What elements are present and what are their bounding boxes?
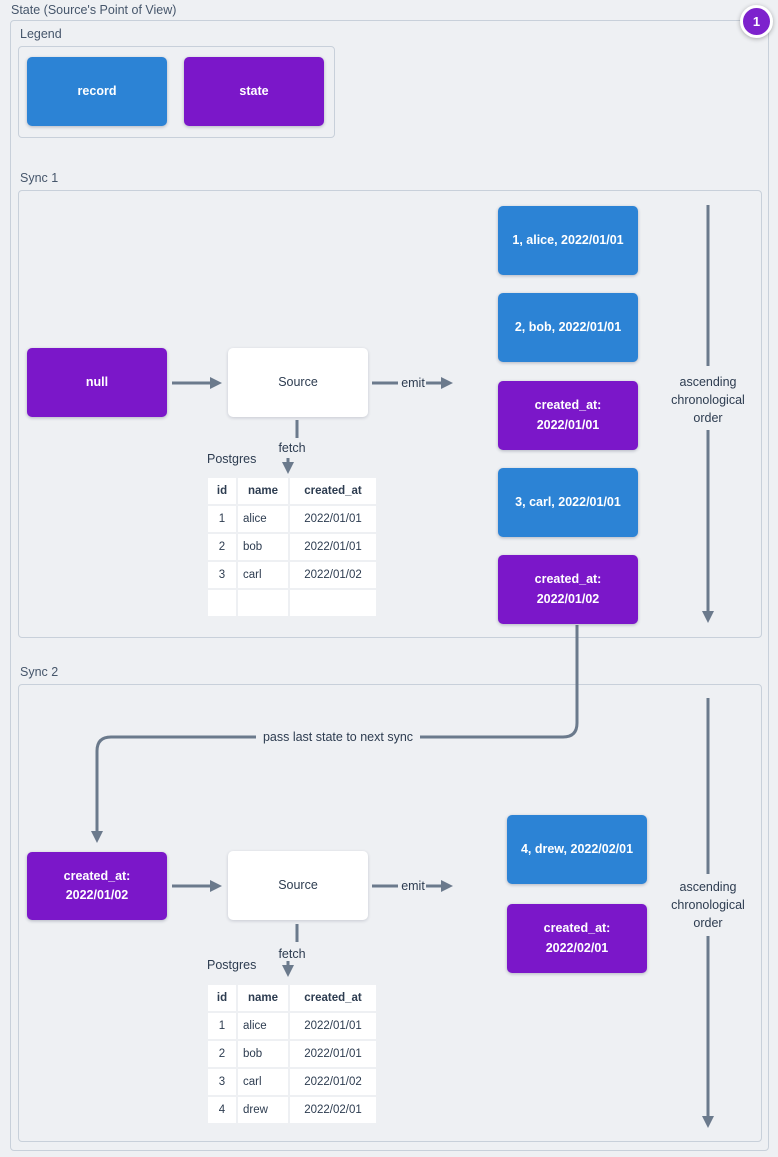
table-row: 1 alice 2022/01/01 (208, 1013, 376, 1039)
col-header-created-at: created_at (290, 478, 376, 504)
pass-state-note: pass last state to next sync (262, 730, 414, 744)
cell: 2022/01/01 (290, 534, 376, 560)
table-row: 4 drew 2022/02/01 (208, 1097, 376, 1123)
sync1-source-box: Source (228, 348, 368, 417)
table-row (208, 590, 376, 616)
table-row: 1 alice 2022/01/01 (208, 506, 376, 532)
cell (238, 590, 288, 616)
col-header-name: name (238, 478, 288, 504)
cell: 2 (208, 534, 236, 560)
page-title: State (Source's Point of View) (11, 3, 177, 17)
table-row: 3 carl 2022/01/02 (208, 562, 376, 588)
state-box: created_at: 2022/01/02 (498, 555, 638, 624)
table-header-row: id name created_at (208, 478, 376, 504)
cell: alice (238, 1013, 288, 1039)
cell: 1 (208, 1013, 236, 1039)
sync2-emit-label: emit (401, 879, 425, 893)
legend-state-box: state (184, 57, 324, 126)
sync2-input-state-box: created_at: 2022/01/02 (27, 852, 167, 920)
record-box: 4, drew, 2022/02/01 (507, 815, 647, 884)
sync2-order-note: ascending chronological order (671, 880, 745, 930)
cell: 3 (208, 1069, 236, 1095)
sync1-postgres-label: Postgres (207, 452, 257, 466)
cell: alice (238, 506, 288, 532)
sync2-postgres-table: id name created_at 1 alice 2022/01/01 2 … (206, 983, 378, 1125)
record-box: 3, carl, 2022/01/01 (498, 468, 638, 537)
sync2-frame (18, 684, 762, 1142)
sync1-input-state-box: null (27, 348, 167, 417)
state-box: created_at: 2022/02/01 (507, 904, 647, 973)
cell: bob (238, 1041, 288, 1067)
sync1-frame (18, 190, 762, 638)
col-header-id: id (208, 985, 236, 1011)
sync1-emit-label: emit (401, 376, 425, 390)
sync2-fetch-label: fetch (278, 947, 306, 961)
cell: 4 (208, 1097, 236, 1123)
table-row: 3 carl 2022/01/02 (208, 1069, 376, 1095)
cell: drew (238, 1097, 288, 1123)
sync1-label: Sync 1 (20, 171, 59, 185)
table-row: 2 bob 2022/01/01 (208, 534, 376, 560)
annotation-badge: 1 (740, 5, 773, 38)
col-header-name: name (238, 985, 288, 1011)
legend-frame (18, 46, 335, 138)
cell: 3 (208, 562, 236, 588)
cell: 2 (208, 1041, 236, 1067)
legend-label: Legend (20, 27, 62, 41)
sync1-order-note: ascending chronological order (671, 375, 745, 425)
sync2-source-box: Source (228, 851, 368, 920)
cell (290, 590, 376, 616)
cell: 2022/01/02 (290, 562, 376, 588)
sync1-postgres-table: id name created_at 1 alice 2022/01/01 2 … (206, 476, 378, 618)
table-header-row: id name created_at (208, 985, 376, 1011)
cell: bob (238, 534, 288, 560)
cell: 2022/02/01 (290, 1097, 376, 1123)
legend-record-box: record (27, 57, 167, 126)
cell: 1 (208, 506, 236, 532)
state-box: created_at: 2022/01/01 (498, 381, 638, 450)
cell (208, 590, 236, 616)
sync2-postgres-label: Postgres (207, 958, 257, 972)
cell: carl (238, 562, 288, 588)
outer-frame (10, 20, 769, 1151)
col-header-created-at: created_at (290, 985, 376, 1011)
cell: 2022/01/01 (290, 506, 376, 532)
record-box: 2, bob, 2022/01/01 (498, 293, 638, 362)
cell: 2022/01/02 (290, 1069, 376, 1095)
col-header-id: id (208, 478, 236, 504)
cell: 2022/01/01 (290, 1013, 376, 1039)
cell: 2022/01/01 (290, 1041, 376, 1067)
record-box: 1, alice, 2022/01/01 (498, 206, 638, 275)
table-row: 2 bob 2022/01/01 (208, 1041, 376, 1067)
cell: carl (238, 1069, 288, 1095)
sync1-fetch-label: fetch (278, 441, 306, 455)
sync2-label: Sync 2 (20, 665, 59, 679)
